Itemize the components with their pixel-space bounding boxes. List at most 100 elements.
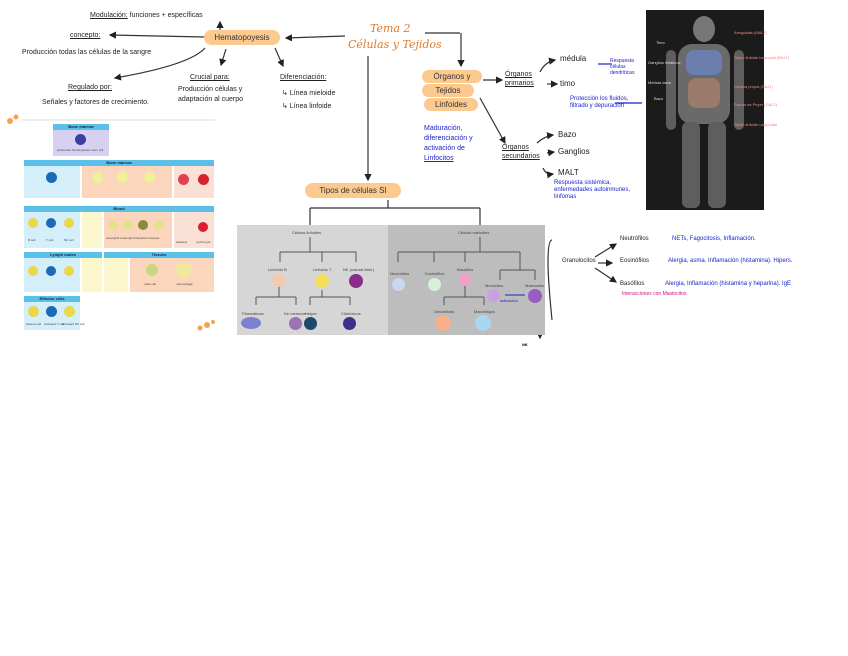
b-cell [28, 266, 38, 276]
left-leg [682, 122, 700, 208]
stem-box: pluripotent hematopoietic stem cell [53, 130, 109, 156]
left-arm [666, 50, 676, 130]
granulocitos-label: Granulocitos [562, 258, 596, 264]
organos-pill-1: Órganos y [422, 70, 482, 83]
cell-label: Neutrófilos [390, 271, 410, 276]
macrophage [176, 262, 192, 278]
plasmatica-cell [241, 317, 261, 329]
organos-secundarios: Órganos secundarios [502, 144, 540, 160]
linfoides-title: Células linfoides [292, 230, 322, 235]
body-label-right: Placas de Peyer (GALT) [734, 102, 778, 107]
chart-header: Tissues [104, 252, 214, 258]
crucial-heading: Crucial para: [190, 74, 230, 81]
macrofago-cell [475, 315, 491, 331]
modulacion-note: Modulación: funciones + específicas [90, 12, 203, 19]
mieloides-title: Células mieloides [458, 230, 490, 235]
chart-header: Blood [24, 206, 214, 212]
mast-cell [146, 264, 158, 276]
cell-label: Macrófagos [474, 309, 495, 314]
ganglios-label: Ganglios [558, 147, 590, 156]
progenitor-cell [144, 172, 155, 183]
lymph-node-box [24, 258, 80, 292]
stem-label: pluripotent hematopoietic stem cell [57, 148, 104, 152]
b-cell [28, 218, 38, 228]
erythrocyte [198, 222, 208, 232]
dendriticas-note: Respuesta células dendríticas [610, 58, 635, 76]
granulocito-name: Eosinófilos [620, 258, 650, 264]
activated-t-cell [46, 306, 57, 317]
cell-label: activated NK cell [62, 322, 85, 326]
regulado-heading: Regulado por: [68, 84, 112, 91]
basofilo-cell [459, 274, 471, 286]
cell-label: Eosinófilos [425, 271, 445, 276]
progenitor-cell [46, 172, 57, 183]
topic-subtitle: Células y Tejidos [348, 38, 442, 51]
timo-label: timo [560, 79, 576, 88]
cell-label: B cell [28, 238, 36, 242]
lymphoid-organs-image: Timo Ganglios linfáticos Médula ósea Baz… [646, 10, 789, 210]
neutrofilo-cell [392, 278, 405, 291]
basophil [138, 220, 148, 230]
organos-pill-3: Linfoides [424, 98, 478, 111]
body-label-left: Timo [656, 40, 665, 45]
chart-header: Effector cells [24, 296, 80, 302]
cell-label: activated T cell [44, 322, 64, 326]
cell-label: De memoria [284, 311, 306, 316]
modulacion-heading: Modulación: [90, 12, 128, 19]
helper-cell [304, 317, 317, 330]
bazo-note: Protección los fluidos, filtrado y depur… [570, 96, 629, 109]
lymphoid-progenitor-box [24, 166, 80, 198]
cell-label: mast cell [144, 282, 156, 286]
cell-label: monocyte [146, 236, 160, 240]
nk-cell [64, 266, 74, 276]
stem-cell [75, 134, 86, 145]
cell-label: Mastocitos [525, 283, 545, 288]
linea-linfoide: ↳ Línea linfoide [282, 103, 332, 110]
cell-label: Helper [305, 311, 317, 316]
body-label-right: Lámina propia (GALT) [734, 84, 774, 89]
eosinophil [123, 220, 133, 230]
nk-cell [64, 218, 74, 228]
dendritic-box [82, 258, 102, 292]
regulado-text: Señales y factores de crecimiento. [42, 99, 149, 106]
organos-primarios: Órganos primarios [505, 71, 534, 87]
granulocito-desc: NETs, Fagocitosis, Inflamación. [672, 236, 756, 242]
cell-label: basophil [134, 236, 146, 240]
myeloid-progenitor-box [82, 166, 172, 198]
nk-note: NK [522, 342, 528, 347]
topic-title: Tema 2 [370, 22, 411, 35]
hematopoyesis-node: Hematopoyesis [204, 30, 280, 45]
cell-label: Plasmáticas [242, 311, 264, 316]
nk-cell [349, 274, 363, 288]
organs [688, 78, 720, 108]
cell-label: NK (natural killer) [343, 267, 374, 272]
cell-label: Monocitos [485, 283, 504, 288]
cell-label: plasma cell [26, 322, 42, 326]
chart-header: Bone marrow [24, 160, 214, 166]
citotoxico-cell [343, 317, 356, 330]
cell-label: Linfocito B [268, 267, 287, 272]
progenitor-cell [92, 172, 103, 183]
cell-label: Citotóxicos [341, 311, 361, 316]
activated-nk-cell [64, 306, 75, 317]
eosinofilo-cell [428, 278, 441, 291]
bazo-label: Bazo [558, 130, 577, 139]
maduracion-note: Maduración, diferenciación y activación … [424, 124, 488, 164]
body-label-right: Tejido linfoide bronquial (BALT) [734, 55, 790, 60]
activacion-label: activación [500, 298, 518, 303]
granulocytes-box: neutrophil eosinophil basophil monocyte [104, 212, 172, 248]
cell-label: Dendríticas [434, 309, 455, 314]
lungs [686, 50, 722, 75]
t-cell [46, 266, 56, 276]
cell-label: platelets [176, 240, 188, 244]
linea-mieloide: ↳ Línea mieloide [282, 90, 336, 97]
cell-label: T cell [46, 238, 54, 242]
malt-label: MALT [558, 168, 579, 177]
cell-label: NK cell [64, 238, 74, 242]
erythroblast [198, 174, 209, 185]
chart-header: Lymph nodes [24, 252, 102, 258]
body-label-right: Amígdalas (MALT) [734, 30, 768, 35]
